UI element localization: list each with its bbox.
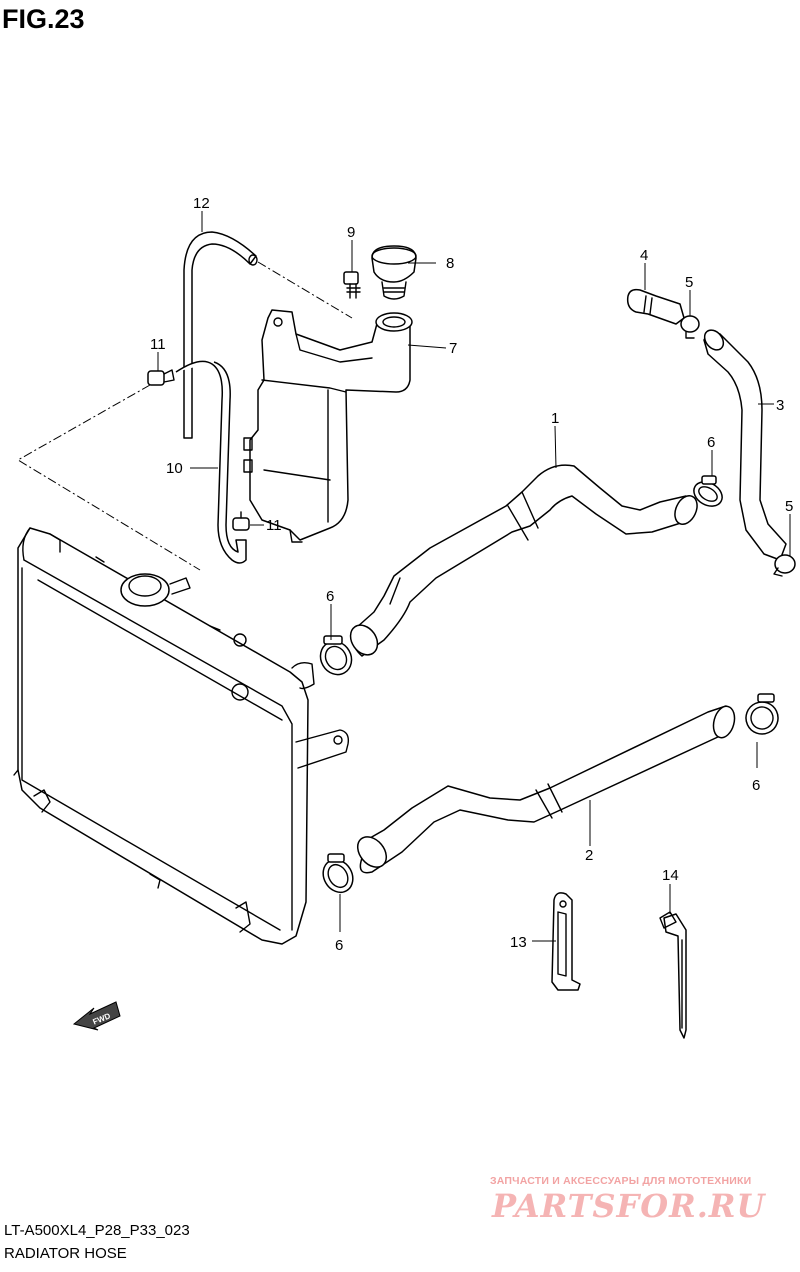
watermark-tagline: ЗАПЧАСТИ И АКСЕССУАРЫ ДЛЯ МОТОТЕХНИКИ [490, 1175, 752, 1187]
callout-12: 12 [193, 195, 210, 212]
callout-2: 2 [585, 847, 593, 864]
clamp-part-11b [232, 511, 250, 531]
leader-lines [157, 211, 791, 942]
hose-clamp-part-6b [319, 635, 353, 676]
callout-5-upper: 5 [685, 274, 693, 291]
hose-clamp-part-6c [745, 693, 779, 735]
callout-11-upper: 11 [150, 336, 166, 353]
clamp-part-5a [680, 315, 700, 339]
callout-4: 4 [640, 247, 648, 264]
callout-6-right-upper: 6 [707, 434, 715, 451]
hose-clamp-part-6d [322, 853, 354, 894]
callout-13: 13 [510, 934, 527, 951]
callout-5-lower: 5 [785, 498, 793, 515]
callout-1: 1 [551, 410, 559, 427]
callout-11-lower: 11 [266, 517, 282, 534]
bypass-hose-part-3 [703, 329, 787, 561]
callout-6-left-lower: 6 [335, 937, 343, 954]
reservoir-hose-part-10 [175, 360, 247, 564]
watermark-logo: PARTSFOR.RU [492, 1187, 766, 1225]
callout-9: 9 [347, 224, 355, 241]
bolt-part-9 [343, 271, 361, 299]
lower-hose-part-2 [356, 705, 736, 874]
radiator-assembly [13, 527, 350, 945]
figure-title: FIG.23 [2, 4, 85, 34]
reservoir-tank-part-7 [243, 309, 413, 543]
diagram-title: RADIATOR HOSE [4, 1245, 127, 1262]
callout-3: 3 [776, 397, 784, 414]
callout-7: 7 [449, 340, 457, 357]
callout-numbers: 12 9 8 7 4 5 3 5 11 10 11 1 6 6 6 2 6 13… [150, 195, 793, 954]
hose-clamp-part-6a [693, 475, 723, 507]
holder-part-13 [551, 892, 581, 991]
reference-dashed-lines [17, 261, 353, 571]
cable-tie-part-14 [659, 911, 687, 1039]
callout-14: 14 [662, 867, 679, 884]
clamp-part-11a [147, 369, 175, 386]
union-fitting-part-4 [626, 288, 685, 325]
callout-10: 10 [166, 460, 183, 477]
fwd-arrow-icon: FWD [72, 1001, 121, 1031]
callout-8: 8 [446, 255, 454, 272]
clamp-part-5b [773, 554, 796, 577]
breather-tube-part-12 [183, 231, 258, 439]
upper-hose-part-1 [349, 464, 698, 657]
callout-6-left-upper: 6 [326, 588, 334, 605]
reservoir-cap-part-8 [371, 245, 417, 300]
callout-6-right-lower: 6 [752, 777, 760, 794]
diagram-code: LT-A500XL4_P28_P33_023 [4, 1222, 190, 1239]
